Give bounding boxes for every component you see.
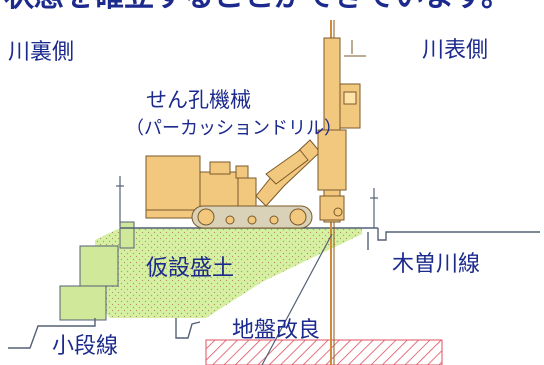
- riverside-front-label: 川表側: [422, 38, 489, 63]
- riverside-back-label: 川裏側: [8, 40, 75, 65]
- machine-type-label: （パーカッションドリル）: [126, 118, 342, 139]
- top-caption: 状態を確立することができています。: [4, 0, 511, 12]
- ground-improvement-label: 地盤改良: [232, 318, 321, 343]
- embankment: [95, 228, 362, 318]
- embankment-label: 仮設盛土: [146, 256, 235, 281]
- percussion-drill-machine: [145, 37, 366, 229]
- ground-improvement-zone: [205, 339, 443, 365]
- step-line-label: 小段線: [52, 334, 119, 359]
- river-line-label: 木曽川線: [392, 252, 481, 277]
- machine-name-label: せん孔機械: [146, 88, 251, 112]
- fence-posts: [116, 176, 378, 228]
